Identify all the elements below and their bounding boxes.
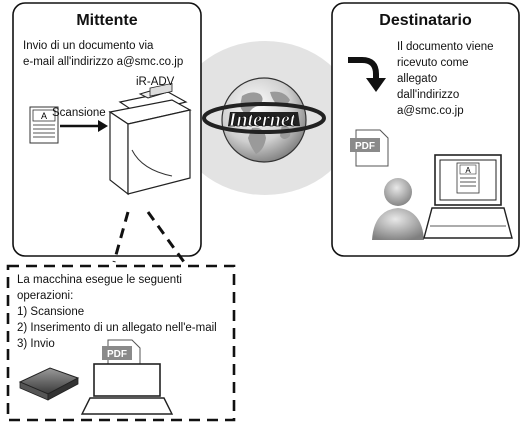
curved-arrow-icon [348, 57, 386, 92]
callout-pdf-label: PDF [107, 349, 127, 360]
callout-line-1: La macchina esegue le seguenti [17, 274, 182, 286]
scan-label: Scansione [52, 107, 106, 119]
person-icon [372, 178, 424, 240]
document-icon [29, 106, 59, 144]
scan-arrow-icon [60, 120, 108, 132]
recipient-line-1: Il documento viene [397, 41, 494, 53]
globe-icon [202, 77, 326, 163]
printer-icon [108, 82, 192, 196]
sender-description-line2: e-mail all'indirizzo a@smc.co.jp [23, 56, 184, 68]
recipient-line-5: a@smc.co.jp [397, 105, 464, 117]
document-letter: A [41, 111, 47, 121]
sender-title: Mittente [76, 12, 138, 29]
recipient-line-4: dall'indirizzo [397, 89, 460, 101]
device-name: iR-ADV [136, 76, 175, 88]
callout-laptop-icon [80, 363, 174, 415]
screen-doc-letter: A [465, 166, 471, 175]
recipient-title: Destinatario [379, 12, 472, 29]
recipient-line-2: ricevuto come [397, 57, 469, 69]
callout-line-5: 3) Invio [17, 338, 55, 350]
sender-panel [12, 2, 202, 257]
recipient-line-3: allegato [397, 73, 438, 85]
internet-label: Internet [228, 109, 297, 131]
scanner-icon [18, 367, 80, 401]
callout-line-3: 1) Scansione [17, 306, 85, 318]
callout-line-4: 2) Inserimento di un allegato nell'e-mai… [17, 322, 217, 334]
callout-line-2: operazioni: [17, 290, 74, 302]
pdf-label: PDF [355, 141, 375, 152]
callout-connector [112, 211, 130, 263]
sender-description-line1: Invio di un documento via [23, 40, 154, 52]
laptop-icon [423, 154, 513, 239]
pdf-file-icon [350, 129, 389, 167]
